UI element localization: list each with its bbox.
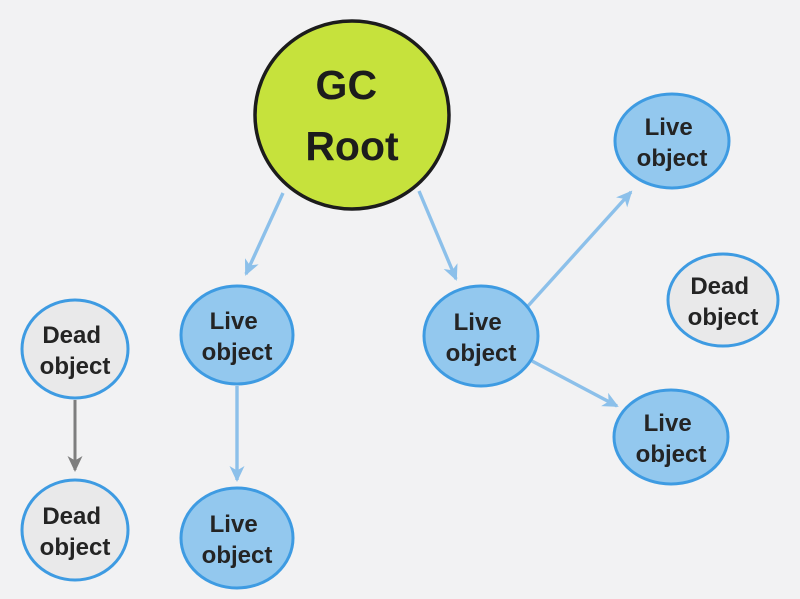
label-line2: object bbox=[202, 542, 273, 569]
edge-live-center-to-live-top-right bbox=[526, 190, 633, 308]
dead-object-circle bbox=[20, 298, 130, 400]
label-line1: Dead bbox=[42, 503, 101, 530]
dead-object-label: Dead object bbox=[688, 273, 759, 331]
label-line1: Live bbox=[210, 511, 258, 538]
dead-object-circle bbox=[666, 252, 780, 348]
node-live-top-right: Live object bbox=[613, 92, 731, 190]
label-line2: object bbox=[40, 534, 111, 561]
live-object-label: Live object bbox=[637, 114, 708, 172]
label-line1: Live bbox=[454, 309, 502, 336]
gc-root-circle bbox=[253, 19, 451, 211]
label-line1: Live bbox=[210, 308, 258, 335]
dead-object-circle bbox=[20, 478, 130, 582]
live-object-label: Live object bbox=[202, 511, 273, 569]
label-line2: object bbox=[688, 304, 759, 331]
dead-object-label: Dead object bbox=[40, 322, 111, 380]
edges-layer bbox=[67, 190, 633, 482]
gc-root-label-line2: Root bbox=[305, 123, 399, 169]
edge-gcroot-to-live-mid-left bbox=[244, 192, 285, 276]
label-line2: object bbox=[40, 353, 111, 380]
label-line2: object bbox=[446, 340, 517, 367]
live-object-label: Live object bbox=[636, 410, 707, 468]
live-object-circle bbox=[179, 486, 295, 590]
dead-object-label: Dead object bbox=[40, 503, 111, 561]
node-live-center: Live object bbox=[422, 284, 540, 388]
node-dead-left-bottom: Dead object bbox=[20, 478, 130, 582]
edge-live-center-to-live-bottom-right bbox=[531, 359, 619, 408]
live-object-circle bbox=[612, 388, 730, 486]
label-line2: object bbox=[636, 441, 707, 468]
label-line1: Live bbox=[645, 114, 693, 141]
gc-root-label: GC Root bbox=[305, 62, 399, 169]
live-object-circle bbox=[422, 284, 540, 388]
node-live-bottom-right: Live object bbox=[612, 388, 730, 486]
label-line1: Dead bbox=[42, 322, 101, 349]
live-object-label: Live object bbox=[202, 308, 273, 366]
edge-gcroot-to-live-center bbox=[417, 190, 458, 281]
node-dead-left-top: Dead object bbox=[20, 298, 130, 400]
node-dead-right: Dead object bbox=[666, 252, 780, 348]
node-gc-root: GC Root bbox=[253, 19, 451, 211]
node-live-mid-left: Live object bbox=[179, 284, 295, 386]
label-line1: Live bbox=[644, 410, 692, 437]
live-object-label: Live object bbox=[446, 309, 517, 367]
label-line2: object bbox=[637, 145, 708, 172]
label-line2: object bbox=[202, 339, 273, 366]
live-object-circle bbox=[179, 284, 295, 386]
node-live-bottom-middle: Live object bbox=[179, 486, 295, 590]
gc-root-label-line1: GC bbox=[316, 62, 378, 108]
label-line1: Dead bbox=[690, 273, 749, 300]
live-object-circle bbox=[613, 92, 731, 190]
